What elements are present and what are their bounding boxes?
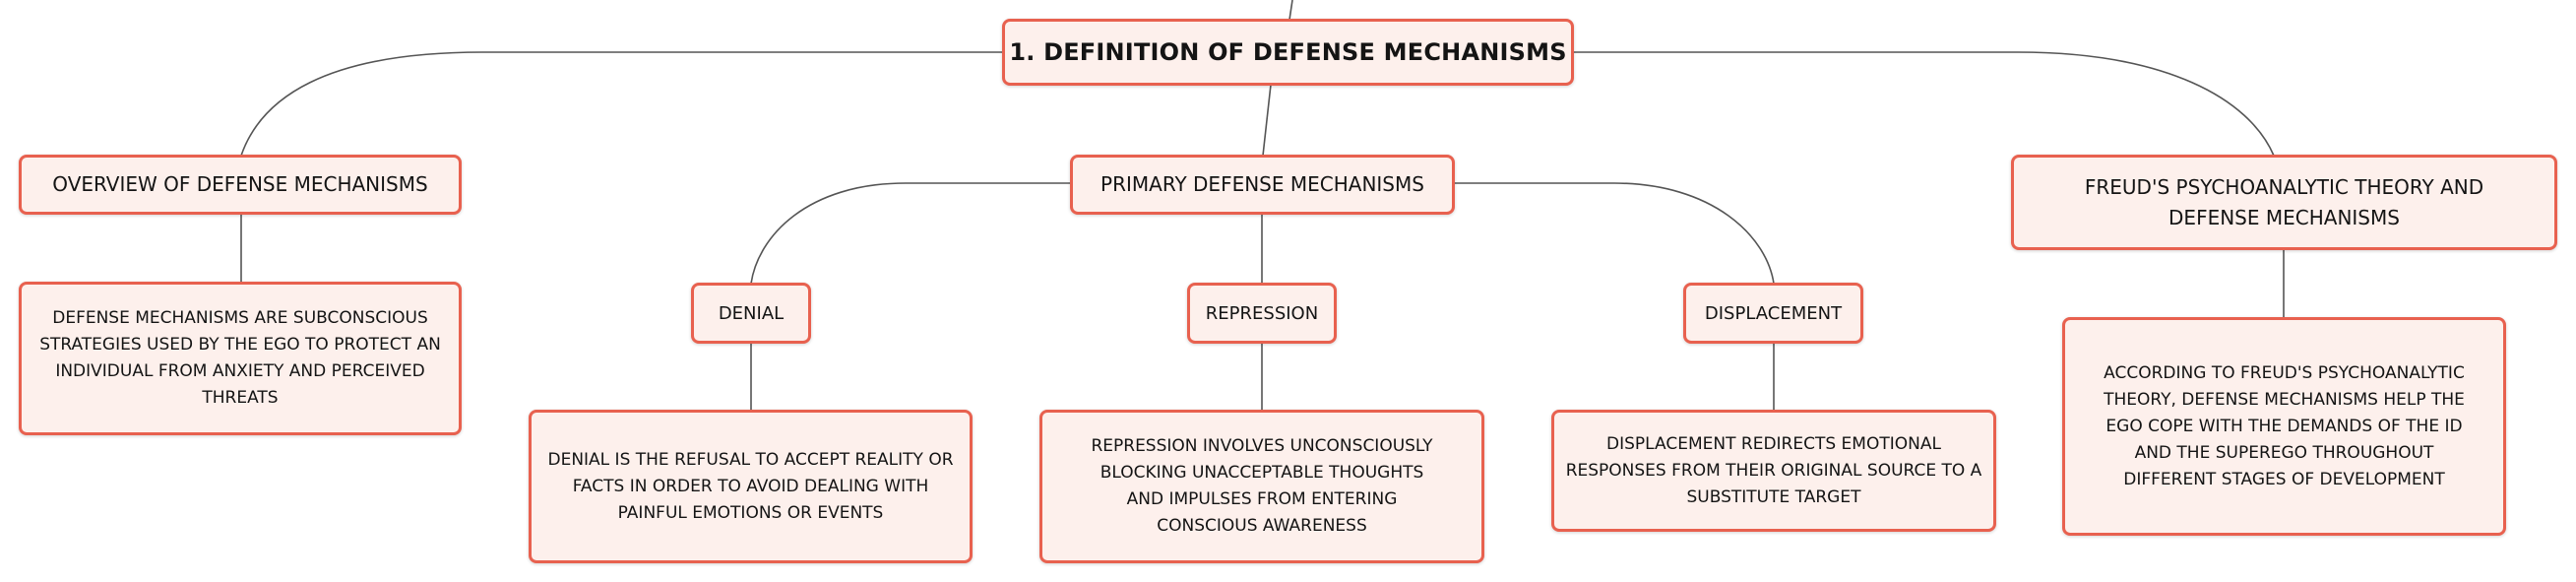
topic-overview-label: OVERVIEW OF DEFENSE MECHANISMS [52,172,428,196]
topic-overview[interactable]: OVERVIEW OF DEFENSE MECHANISMS [19,155,462,215]
detail-overview[interactable]: DEFENSE MECHANISMS ARE SUBCONSCIOUS STRA… [19,282,462,435]
connector-root-parent [1288,0,1293,21]
detail-freud-text: ACCORDING TO FREUD'S PSYCHOANALYTIC THEO… [2104,362,2465,489]
topic-freud-label: FREUD'S PSYCHOANALYTIC THEORY AND DEFENS… [2084,174,2484,229]
connector-root-primary [1262,84,1272,157]
detail-repression-text: REPRESSION INVOLVES UNCONSCIOUSLY BLOCKI… [1091,436,1433,536]
connector-primary-displacement [1454,182,1775,285]
detail-freud[interactable]: ACCORDING TO FREUD'S PSYCHOANALYTIC THEO… [2062,317,2506,536]
root-node[interactable]: 1. DEFINITION OF DEFENSE MECHANISMS [1002,19,1574,86]
subtopic-displacement[interactable]: DISPLACEMENT [1683,283,1863,344]
detail-displacement[interactable]: DISPLACEMENT REDIRECTS EMOTIONAL RESPONS… [1551,410,1996,532]
connector-root-freud [1573,51,2275,157]
detail-displacement-text: DISPLACEMENT REDIRECTS EMOTIONAL RESPONS… [1565,433,1982,507]
subtopic-denial[interactable]: DENIAL [691,283,811,344]
detail-overview-text: DEFENSE MECHANISMS ARE SUBCONSCIOUS STRA… [39,308,441,408]
detail-denial[interactable]: DENIAL IS THE REFUSAL TO ACCEPT REALITY … [529,410,973,563]
root-label: 1. DEFINITION OF DEFENSE MECHANISMS [1009,38,1567,66]
connector-primary-denial [750,182,1071,285]
subtopic-displacement-label: DISPLACEMENT [1704,302,1843,324]
topic-primary-label: PRIMARY DEFENSE MECHANISMS [1100,172,1424,196]
subtopic-repression[interactable]: REPRESSION [1187,283,1337,344]
topic-freud[interactable]: FREUD'S PSYCHOANALYTIC THEORY AND DEFENS… [2011,155,2557,250]
detail-denial-text: DENIAL IS THE REFUSAL TO ACCEPT REALITY … [547,449,954,523]
topic-primary[interactable]: PRIMARY DEFENSE MECHANISMS [1070,155,1455,215]
detail-repression[interactable]: REPRESSION INVOLVES UNCONSCIOUSLY BLOCKI… [1039,410,1484,563]
connector-root-overview [240,51,1004,157]
subtopic-denial-label: DENIAL [718,302,785,324]
subtopic-repression-label: REPRESSION [1205,302,1319,324]
